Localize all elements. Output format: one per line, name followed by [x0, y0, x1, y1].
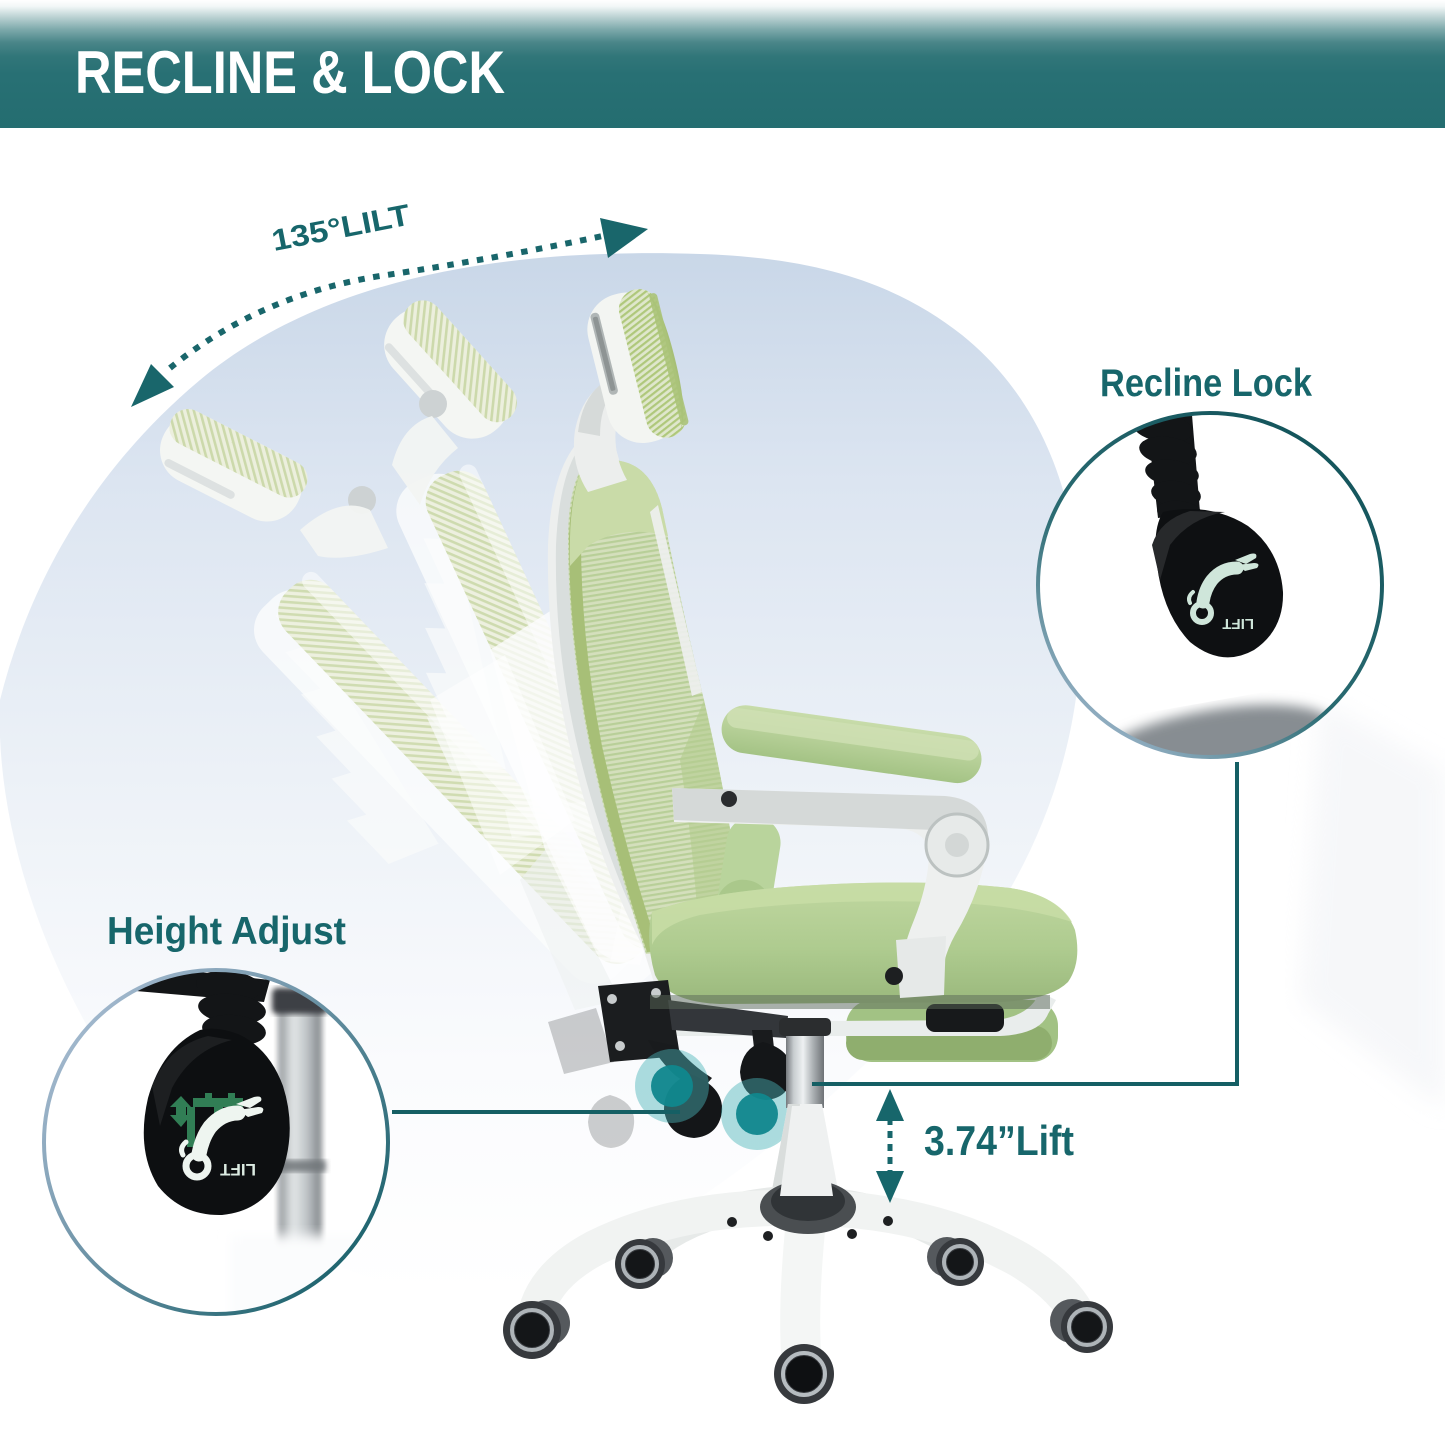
- svg-text:LIFT: LIFT: [220, 1160, 256, 1179]
- svg-text:Height Adjust: Height Adjust: [107, 910, 346, 953]
- svg-text:RECLINE & LOCK: RECLINE & LOCK: [75, 39, 505, 106]
- svg-text:3.74”Lift: 3.74”Lift: [924, 1117, 1074, 1164]
- svg-text:LIFT: LIFT: [1222, 615, 1254, 632]
- svg-text:Recline Lock: Recline Lock: [1100, 362, 1312, 405]
